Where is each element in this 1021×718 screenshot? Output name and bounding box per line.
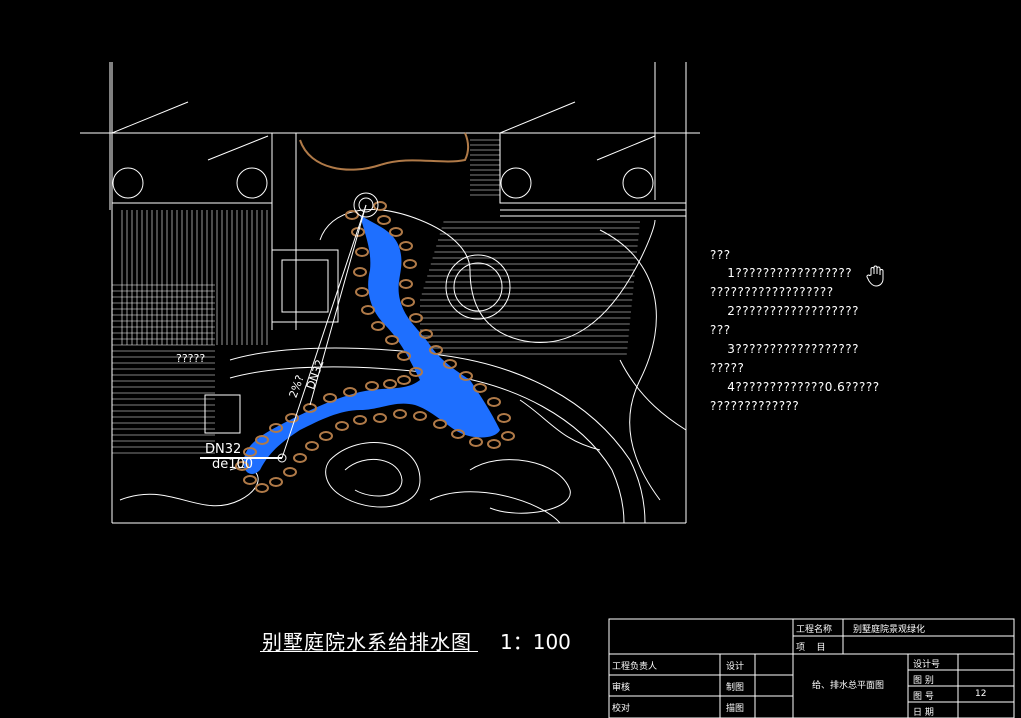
tb-check-label: 校对 — [612, 704, 631, 714]
drawing-title: 别墅庭院水系给排水图 — [262, 630, 472, 654]
tb-number-label: 图 号 — [913, 692, 934, 702]
note-line-1: 1????????????????? — [710, 266, 853, 280]
hand-cursor-icon — [866, 265, 884, 287]
note-line-3: 2?????????????????? — [710, 304, 860, 318]
note-line-5: 3?????????????????? — [710, 342, 860, 356]
tb-review-label: 审核 — [612, 683, 631, 693]
tb-draft-label: 制图 — [726, 683, 745, 693]
round-planter — [445, 254, 511, 320]
tb-number-value: 12 — [975, 689, 987, 699]
note-line-8: ????????????? — [710, 399, 800, 413]
curved-path — [229, 347, 646, 524]
tb-design-no-label: 设计号 — [913, 660, 941, 670]
tb-category-label: 图 别 — [913, 676, 934, 686]
wood-deck-top — [470, 139, 500, 196]
room-label: ????? — [176, 352, 206, 365]
pipe-dn-label: DN32 — [205, 442, 242, 457]
gazebo — [271, 249, 339, 323]
title-block — [608, 618, 1015, 718]
tb-trace-label: 描图 — [726, 704, 745, 714]
note-line-7: 4?????????????0.6????? — [710, 380, 880, 394]
tb-project-name-label: 工程名称 — [796, 625, 833, 635]
drawing-scale: 1：100 — [500, 630, 571, 654]
notes-title: ??? — [710, 248, 731, 262]
tb-project-name-value: 别墅庭院景观绿化 — [853, 625, 926, 635]
stream-water — [243, 215, 500, 475]
note-line-6: ????? — [710, 361, 745, 375]
rock-edging — [235, 132, 515, 493]
tb-design-label: 设计 — [726, 662, 745, 672]
drawing-title-underline — [260, 651, 478, 652]
pipe-de-label: de100 — [212, 457, 254, 472]
tb-item-label: 项 目 — [796, 643, 826, 653]
supply-pipe — [281, 204, 367, 459]
wood-deck-right — [420, 221, 640, 355]
wood-deck-left — [112, 210, 268, 454]
tb-engineer-label: 工程负责人 — [612, 662, 658, 672]
tb-drawing-name: 给、排水总平面图 — [812, 681, 885, 691]
note-line-4: ??? — [710, 323, 731, 337]
note-line-2: ?????????????????? — [710, 285, 834, 299]
fountain-source — [353, 192, 379, 218]
tb-date-label: 日 期 — [913, 708, 934, 718]
